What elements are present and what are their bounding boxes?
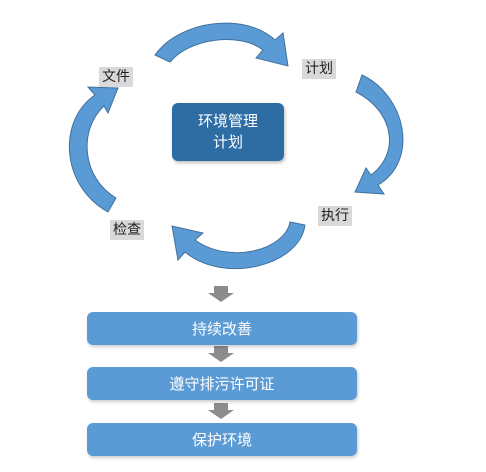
center-box-environmental-plan: 环境管理 计划 [172, 103, 284, 161]
outcome-bar-compliance-label: 遵守排污许可证 [169, 375, 275, 393]
outcome-bar-improvement-label: 持续改善 [191, 320, 252, 338]
stage-label-plan: 计划 [302, 59, 336, 79]
outcome-bar-protection: 保护环境 [87, 423, 357, 456]
stage-label-document: 文件 [99, 67, 133, 87]
connector-arrow-2 [208, 346, 234, 362]
cycle-arrow-right [354, 74, 404, 195]
outcome-bar-compliance: 遵守排污许可证 [87, 367, 357, 400]
connector-arrow-3 [208, 403, 234, 419]
outcome-bar-protection-label: 保护环境 [191, 431, 252, 449]
outcome-bar-improvement: 持续改善 [87, 312, 357, 345]
center-box-line2: 计划 [212, 133, 243, 151]
center-box-line1: 环境管理 [197, 112, 258, 130]
connector-arrow-1 [208, 286, 234, 302]
cycle-arrow-left [68, 86, 119, 213]
stage-label-execute: 执行 [318, 206, 352, 226]
cycle-arrow-bottom [171, 221, 306, 270]
stage-label-check: 检查 [110, 220, 144, 240]
cycle-arrow-top [154, 22, 289, 67]
